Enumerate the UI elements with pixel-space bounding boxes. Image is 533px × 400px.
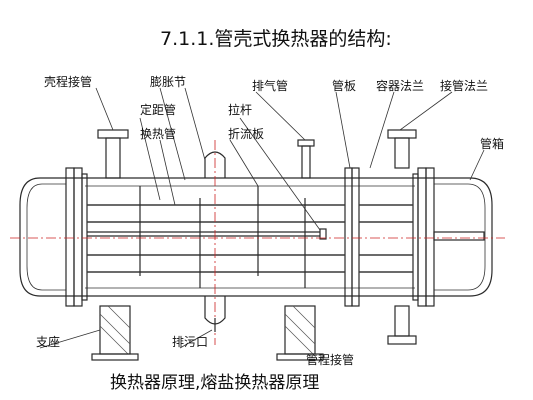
- drain-nozzle: [204, 296, 226, 332]
- label-baffle: 折流板: [228, 126, 264, 141]
- leader-lines: [39, 87, 485, 349]
- label-spacer-tube: 定距管: [140, 102, 176, 117]
- top-right-nozzle: [387, 129, 417, 169]
- label-vessel-flange: 容器法兰: [376, 78, 424, 93]
- caption: 换热器原理,熔盐换热器原理: [110, 373, 319, 393]
- pass-partition: [433, 231, 485, 241]
- diagram-title: 7.1.1.管壳式换热器的结构:: [160, 28, 392, 50]
- left-head: [19, 167, 88, 307]
- expansion-joint: [204, 151, 226, 178]
- label-expansion-joint: 膨胀节: [150, 75, 186, 89]
- label-tube-sheet: 管板: [332, 78, 356, 93]
- label-nozzle-flange: 接管法兰: [440, 78, 488, 93]
- label-channel: 管箱: [480, 136, 504, 151]
- tube-bundle: [87, 204, 413, 273]
- shell: [70, 177, 430, 297]
- tie-rod: [87, 228, 327, 240]
- label-shell-nozzle: 壳程接管: [44, 74, 92, 89]
- support-left: [91, 305, 139, 361]
- bottom-right-nozzle: [387, 305, 417, 345]
- label-support: 支座: [36, 334, 60, 349]
- baffles: [139, 186, 306, 288]
- vent-pipe: [297, 139, 315, 179]
- shell-nozzle: [97, 129, 129, 179]
- label-vent: 排气管: [252, 78, 288, 93]
- support-right: [276, 305, 324, 361]
- label-drain: 排污口: [172, 335, 208, 349]
- label-tie-rod: 拉杆: [228, 102, 252, 117]
- label-heat-exchange-tube: 换热管: [140, 126, 176, 141]
- middle-flange: [344, 167, 360, 307]
- right-head: [412, 167, 493, 307]
- label-bottom-cut: 管程接管: [306, 352, 354, 367]
